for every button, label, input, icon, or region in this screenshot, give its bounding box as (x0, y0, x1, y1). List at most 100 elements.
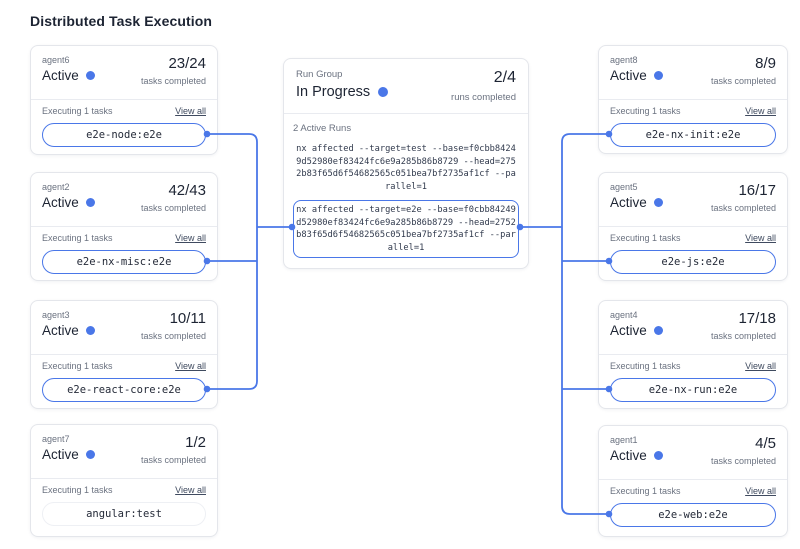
run-command-highlighted[interactable]: nx affected --target=e2e --base=f0cbb842… (293, 200, 519, 258)
tasks-completed-caption: tasks completed (140, 203, 206, 213)
agent-card-header: agent2 Active 42/43 tasks completed (31, 173, 217, 226)
agent-status: Active (610, 448, 647, 463)
executing-label: Executing 1 tasks (42, 233, 113, 243)
run-command: nx affected --target=test --base=f0cbb84… (296, 144, 516, 192)
status-dot-icon (85, 326, 95, 335)
task-chip[interactable]: e2e-nx-init:e2e (610, 123, 776, 147)
tasks-count: 16/17 (738, 182, 776, 199)
tasks-completed-caption: tasks completed (710, 203, 776, 213)
agent-status: Active (610, 323, 647, 338)
status-dot-icon (85, 450, 95, 459)
view-all-link[interactable]: View all (175, 361, 206, 371)
divider (31, 226, 217, 227)
status-dot-icon (85, 71, 95, 80)
view-all-link[interactable]: View all (175, 106, 206, 116)
status-dot-icon (653, 326, 663, 335)
agent-card-agent3: agent3 Active 10/11 tasks completed Exec… (30, 300, 218, 409)
run-group-header: Run Group In Progress 2/4 runs completed (284, 59, 528, 113)
agent-card-header: agent6 Active 23/24 tasks completed (31, 46, 217, 99)
task-chip[interactable]: angular:test (42, 502, 206, 526)
executing-label: Executing 1 tasks (610, 486, 681, 496)
tasks-count: 10/11 (169, 310, 206, 327)
run-group-card: Run Group In Progress 2/4 runs completed… (283, 58, 529, 269)
agent-status: Active (42, 195, 79, 210)
executing-label: Executing 1 tasks (42, 485, 113, 495)
agent-name: agent3 (42, 310, 70, 320)
task-chip[interactable]: e2e-nx-run:e2e (610, 378, 776, 402)
tasks-completed-caption: tasks completed (710, 331, 776, 341)
agent-name: agent6 (42, 55, 70, 65)
agent-card-header: agent4 Active 17/18 tasks completed (599, 301, 787, 354)
agent-status: Active (610, 68, 647, 83)
view-all-link[interactable]: View all (175, 485, 206, 495)
runs-count: 2/4 (493, 69, 516, 86)
divider (599, 354, 787, 355)
agent-card-agent8: agent8 Active 8/9 tasks completed Execut… (598, 45, 788, 154)
task-chip[interactable]: e2e-node:e2e (42, 123, 206, 147)
view-all-link[interactable]: View all (745, 106, 776, 116)
tasks-count: 8/9 (755, 55, 776, 72)
divider (599, 479, 787, 480)
task-chip[interactable]: e2e-js:e2e (610, 250, 776, 274)
agent-card-agent5: agent5 Active 16/17 tasks completed Exec… (598, 172, 788, 281)
agent-card-agent1: agent1 Active 4/5 tasks completed Execut… (598, 425, 788, 537)
tasks-completed-caption: tasks completed (140, 76, 206, 86)
executing-label: Executing 1 tasks (610, 361, 681, 371)
active-runs-label: 2 Active Runs (293, 123, 352, 134)
status-dot-icon (653, 198, 663, 207)
agent-status: Active (610, 195, 647, 210)
status-dot-icon (378, 87, 389, 97)
tasks-count: 23/24 (168, 55, 206, 72)
executing-label: Executing 1 tasks (42, 361, 113, 371)
view-all-link[interactable]: View all (175, 233, 206, 243)
tasks-completed-caption: tasks completed (140, 331, 206, 341)
tasks-count: 42/43 (168, 182, 206, 199)
agent-name: agent2 (42, 182, 70, 192)
divider (599, 226, 787, 227)
agent-card-header: agent7 Active 1/2 tasks completed (31, 425, 217, 478)
agent-card-agent6: agent6 Active 23/24 tasks completed Exec… (30, 45, 218, 155)
agent-card-header: agent8 Active 8/9 tasks completed (599, 46, 787, 99)
agent-status: Active (42, 447, 79, 462)
view-all-link[interactable]: View all (745, 233, 776, 243)
view-all-link[interactable]: View all (745, 486, 776, 496)
agent-name: agent1 (610, 435, 638, 445)
task-chip[interactable]: e2e-react-core:e2e (42, 378, 206, 402)
agent-card-agent7: agent7 Active 1/2 tasks completed Execut… (30, 424, 218, 537)
tasks-count: 1/2 (185, 434, 206, 451)
status-dot-icon (85, 198, 95, 207)
divider (31, 99, 217, 100)
agent-status: Active (42, 68, 79, 83)
executing-label: Executing 1 tasks (42, 106, 113, 116)
agent-card-agent2: agent2 Active 42/43 tasks completed Exec… (30, 172, 218, 281)
agent-name: agent8 (610, 55, 638, 65)
page-title: Distributed Task Execution (30, 13, 213, 29)
executing-label: Executing 1 tasks (610, 233, 681, 243)
agent-name: agent5 (610, 182, 638, 192)
tasks-completed-caption: tasks completed (140, 455, 206, 465)
status-dot-icon (653, 451, 663, 460)
agent-card-header: agent1 Active 4/5 tasks completed (599, 426, 787, 479)
divider (31, 354, 217, 355)
runs-completed-caption: runs completed (451, 92, 516, 103)
tasks-count: 4/5 (755, 435, 776, 452)
status-dot-icon (653, 71, 663, 80)
agent-name: agent7 (42, 434, 70, 444)
run-group-label: Run Group (296, 69, 343, 80)
task-chip[interactable]: e2e-nx-misc:e2e (42, 250, 206, 274)
view-all-link[interactable]: View all (745, 361, 776, 371)
divider (31, 478, 217, 479)
agent-card-header: agent3 Active 10/11 tasks completed (31, 301, 217, 354)
executing-label: Executing 1 tasks (610, 106, 681, 116)
agent-name: agent4 (610, 310, 638, 320)
agent-card-header: agent5 Active 16/17 tasks completed (599, 173, 787, 226)
run-group-status: In Progress (296, 84, 371, 100)
agent-card-agent4: agent4 Active 17/18 tasks completed Exec… (598, 300, 788, 409)
tasks-completed-caption: tasks completed (710, 76, 776, 86)
task-chip[interactable]: e2e-web:e2e (610, 503, 776, 527)
tasks-completed-caption: tasks completed (710, 456, 776, 466)
divider (284, 113, 528, 114)
tasks-count: 17/18 (738, 310, 776, 327)
agent-status: Active (42, 323, 79, 338)
